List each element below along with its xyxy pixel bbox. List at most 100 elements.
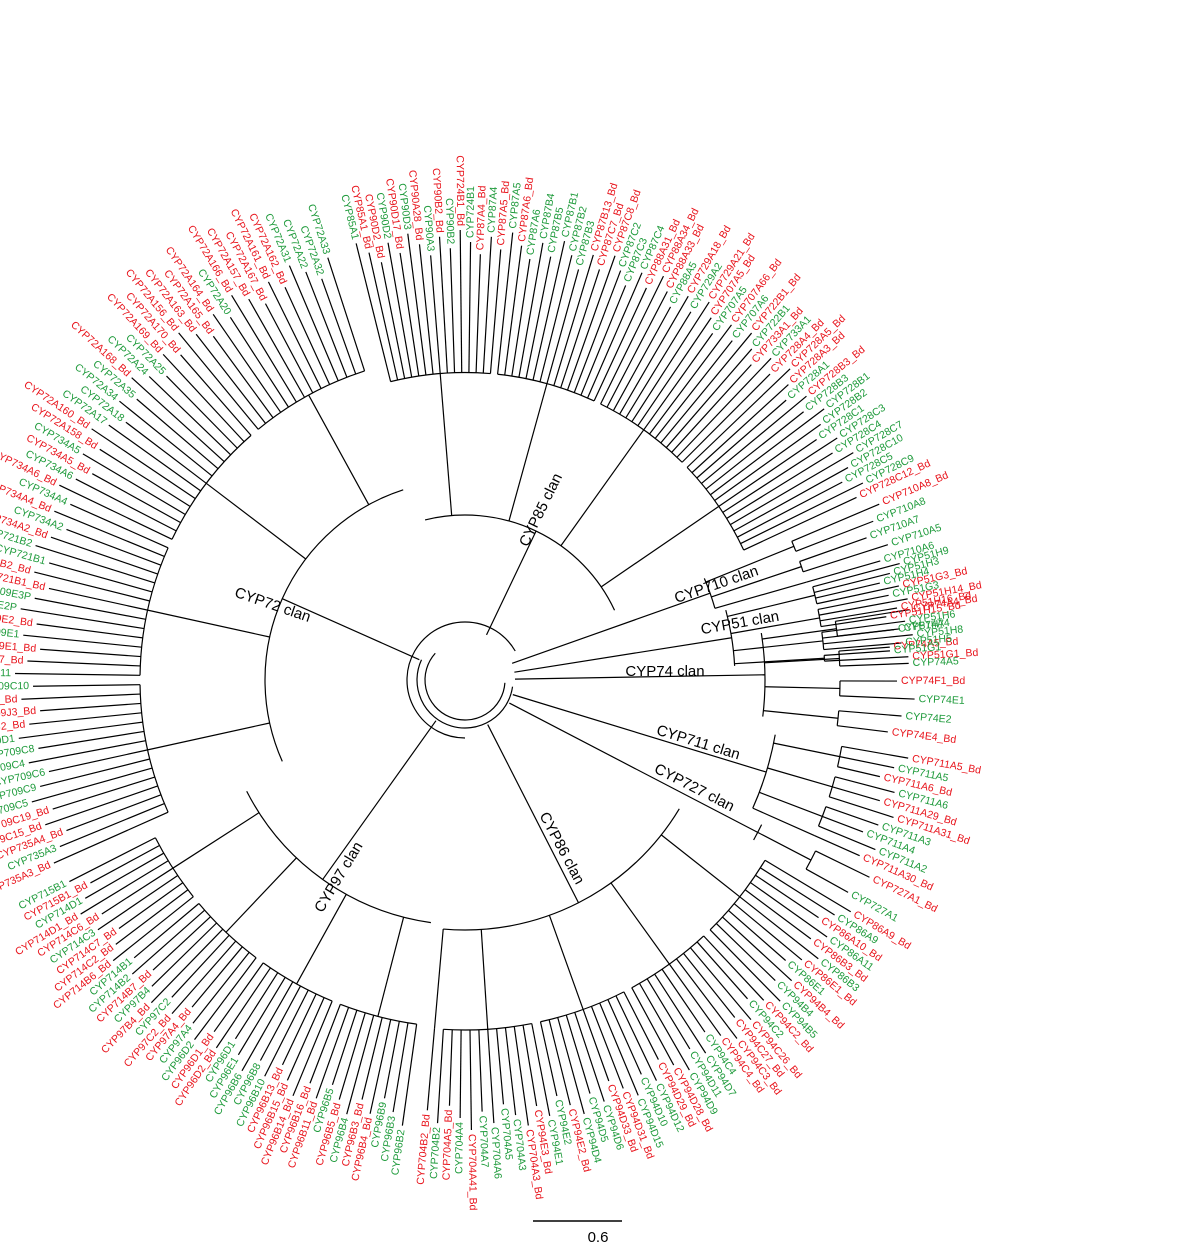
leaf-branch xyxy=(69,837,156,883)
leaf-branch xyxy=(661,968,706,1033)
leaf-branch xyxy=(676,958,738,1039)
leaf-branch xyxy=(726,452,833,519)
subclade-arc xyxy=(540,991,625,1023)
leaf-branch xyxy=(710,408,825,496)
leaf-branch xyxy=(52,776,156,810)
clan-labels: CYP85 clan CYP710 clan CYP51 clan CYP74 … xyxy=(232,471,780,916)
leaf-label: CYP704A4 xyxy=(453,1122,466,1174)
leaf-branch xyxy=(709,929,781,1002)
leaf-label: CYP74F1_Bd xyxy=(901,675,965,687)
leaf-branch xyxy=(215,967,271,1049)
leaf-branch xyxy=(59,484,173,540)
leaf-branch xyxy=(90,845,160,884)
leaf-branch xyxy=(430,255,441,374)
leaf-branch xyxy=(823,642,902,651)
leaf-label: CYP90B2_Bd xyxy=(430,168,446,234)
leaf-branch xyxy=(722,916,793,982)
leaf-branch xyxy=(288,265,339,381)
root-arc xyxy=(406,621,516,739)
leaf-branch xyxy=(118,882,184,929)
leaf-branch xyxy=(125,421,207,484)
leaf-branch xyxy=(28,740,146,764)
leaf-branch xyxy=(40,648,141,658)
clan-arc xyxy=(264,489,404,762)
clan-branch xyxy=(512,694,767,773)
leaf-branch xyxy=(418,244,434,375)
subclade-branch xyxy=(439,373,453,516)
leaf-branch xyxy=(496,232,514,375)
leaf-label: CYP74A5_Bd xyxy=(893,636,959,653)
leaf-branch xyxy=(835,609,910,622)
leaf-branch xyxy=(744,889,812,940)
leaf-branch xyxy=(531,1023,551,1116)
leaf-branch xyxy=(383,1021,400,1099)
leaf-branch xyxy=(401,1024,418,1126)
leaf-branch xyxy=(599,1002,639,1096)
leaf-branch xyxy=(475,254,481,373)
leaf-branch xyxy=(45,785,158,826)
leaf-branch xyxy=(755,874,819,919)
leaf-branch xyxy=(553,254,594,386)
leaf-branch xyxy=(822,815,864,833)
subclade-branch xyxy=(508,383,548,522)
leaf-branch xyxy=(234,972,279,1040)
leaf-branch xyxy=(34,597,146,620)
leaf-branch xyxy=(321,278,357,375)
leaf-branch xyxy=(802,544,889,573)
leaf-branch xyxy=(824,650,891,656)
leaf-branch xyxy=(369,1019,392,1114)
leaf-branch xyxy=(448,1029,453,1106)
leaf-branch xyxy=(131,909,206,975)
subclade-branch xyxy=(763,710,839,719)
leaf-branch xyxy=(815,850,870,878)
leaf-branch xyxy=(459,230,463,373)
leaf-branch xyxy=(557,1017,585,1115)
leaf-branch xyxy=(101,867,174,915)
leaf-label: CYP724B1_Bd xyxy=(454,155,467,226)
subclade-arc xyxy=(805,850,817,870)
leaf-branch xyxy=(696,399,787,479)
subclade-branch xyxy=(705,545,795,583)
leaf-branch xyxy=(839,756,895,769)
subclade-branch xyxy=(560,429,645,547)
leaf-branch xyxy=(607,999,642,1075)
leaf-branch xyxy=(166,375,238,449)
leaf-branch xyxy=(80,860,169,915)
leaf-label: CYP74A5 xyxy=(912,655,959,669)
leaf-branch xyxy=(20,608,145,630)
subclade-branch xyxy=(172,812,260,869)
clan-branch xyxy=(514,674,765,680)
subclade-branch xyxy=(296,894,347,985)
leaf-branch xyxy=(192,951,250,1024)
leaf-branch xyxy=(21,693,141,700)
leaf-branch xyxy=(34,571,150,602)
leaf-branch xyxy=(825,806,879,826)
leaf-branch xyxy=(593,287,647,402)
leaf-branch xyxy=(649,324,732,435)
leaf-branch xyxy=(565,1014,591,1094)
subclade-branch xyxy=(225,857,297,933)
leaf-label: CYP709J1_Bd xyxy=(0,693,18,708)
leaf-branch xyxy=(231,294,297,403)
leaf-label: CYP74E2 xyxy=(905,710,952,726)
leaf-branch xyxy=(18,721,143,739)
leaf-branch xyxy=(131,377,225,463)
subclade-branch xyxy=(433,928,444,1029)
leaf-branch xyxy=(35,545,156,584)
clan-label-cyp711: CYP711 clan xyxy=(654,722,742,764)
leaf-branch xyxy=(612,306,672,411)
leaf-label: CYP709C17_Bd xyxy=(0,651,24,666)
leaf-label: CYP90A3 xyxy=(421,205,437,252)
leaf-branch xyxy=(212,313,282,413)
leaf-branch xyxy=(668,963,722,1036)
leaf-branch xyxy=(743,496,857,551)
leaf-branch xyxy=(718,438,817,507)
leaf-branch xyxy=(162,353,245,443)
tree-branches xyxy=(15,230,915,1130)
leaf-branch xyxy=(504,245,523,376)
subclade-arc xyxy=(171,434,252,540)
leaf-branch xyxy=(582,1009,610,1082)
leaf-branch xyxy=(108,424,202,492)
leaf-branch xyxy=(29,712,142,725)
leaf-branch xyxy=(436,1029,444,1124)
